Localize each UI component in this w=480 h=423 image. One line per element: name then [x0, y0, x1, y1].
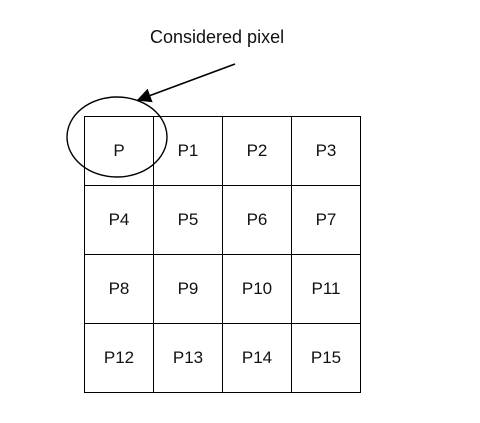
grid-cell-p10: P10: [222, 254, 292, 324]
caption-label: Considered pixel: [150, 27, 285, 47]
grid-cell-p3: P3: [291, 116, 361, 186]
grid-cell-p6: P6: [222, 185, 292, 255]
grid-cell-p2: P2: [222, 116, 292, 186]
grid-cell-p14: P14: [222, 323, 292, 393]
considered-pixel-ellipse: [66, 96, 168, 178]
grid-cell-p12: P12: [84, 323, 154, 393]
grid-cell-p11: P11: [291, 254, 361, 324]
grid-cell-p: P: [84, 116, 154, 186]
grid-cell-p7: P7: [291, 185, 361, 255]
pointer-arrow: [136, 63, 236, 103]
grid-cell-p5: P5: [153, 185, 223, 255]
grid-cell-p13: P13: [153, 323, 223, 393]
grid-cell-p15: P15: [291, 323, 361, 393]
